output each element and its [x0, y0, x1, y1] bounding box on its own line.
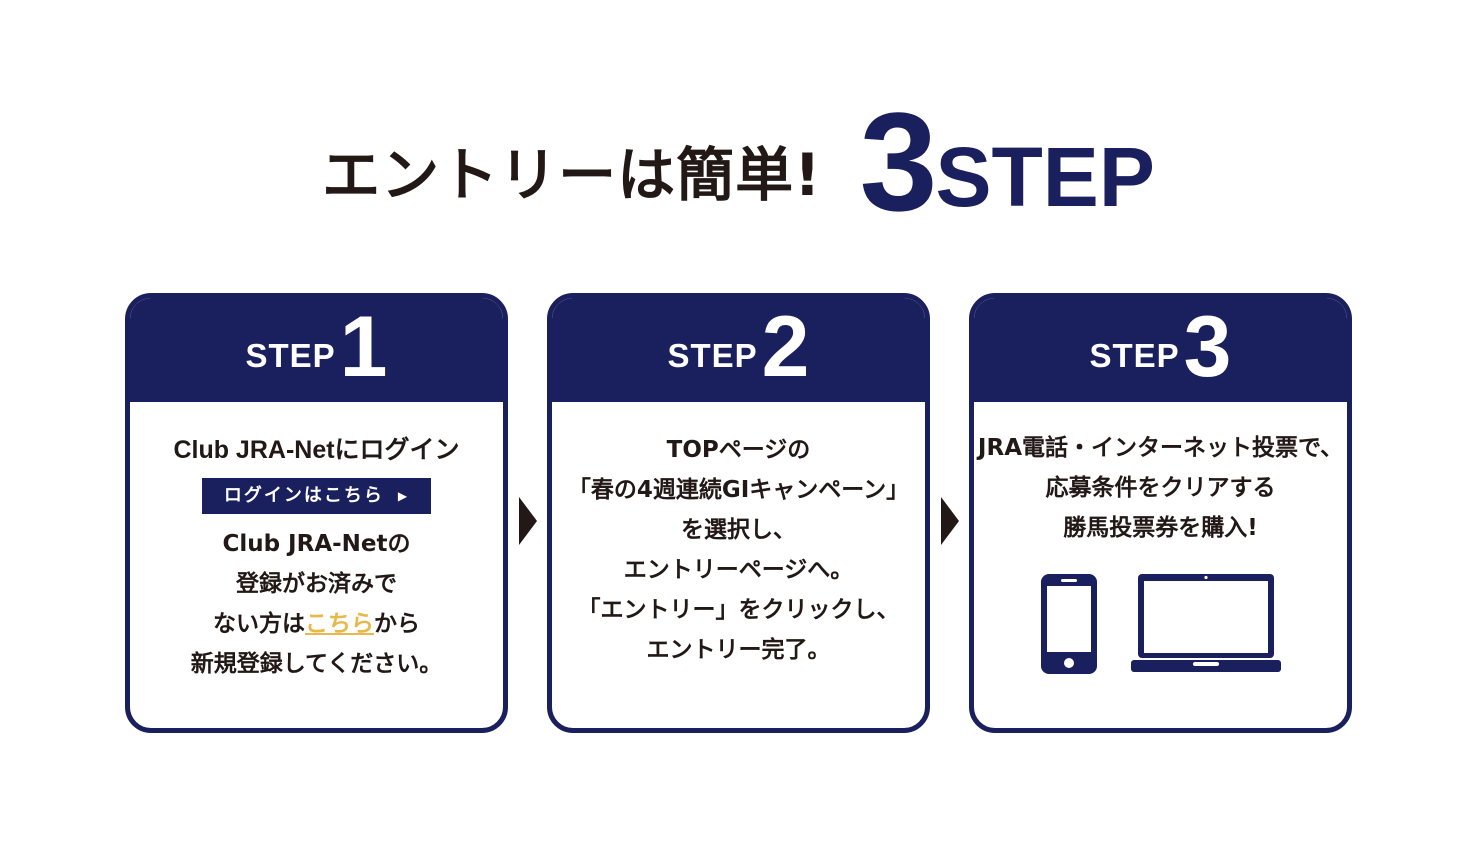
step-2-line-3: を選択し、 [681, 517, 796, 543]
step-2-card: STEP 2 TOPページの 「春の4週連続GIキャンペーン」 を選択し、 エン… [547, 293, 930, 733]
step-2-label: STEP [667, 337, 758, 374]
headline-text: エントリーは簡単! [322, 141, 822, 209]
headline-step-count: 3 STEP [859, 83, 1155, 240]
step-2-number: 2 [761, 299, 810, 395]
step-3-header: STEP 3 [974, 298, 1347, 402]
step-3-number: 3 [1183, 299, 1232, 395]
headline-step-word: STEP [935, 130, 1155, 224]
register-link[interactable]: こちら [305, 611, 374, 637]
step-2-line-5: 「エントリー」をクリックし、 [577, 597, 900, 623]
step-1-header: STEP 1 [130, 298, 503, 402]
step-2-line-1: TOPページの [666, 437, 811, 463]
device-icons [974, 574, 1347, 674]
step-1-card: STEP 1 Club JRA-Netにログイン ログインはこちら ▶ Club… [125, 293, 508, 733]
step-1-line-3-after: から [374, 611, 420, 637]
step-2-line-4: エントリーページへ。 [623, 557, 854, 583]
step-2-header: STEP 2 [552, 298, 925, 402]
laptop-icon [1130, 574, 1281, 672]
step-2-line-2: 「春の4週連続GIキャンペーン」 [567, 477, 910, 503]
step-3-line-3: 勝馬投票券を購入! [1063, 515, 1258, 541]
headline: エントリーは簡単! 3 STEP [0, 82, 1477, 240]
step-1-title: Club JRA-Netにログイン [173, 436, 460, 464]
next-arrow-icon [519, 497, 537, 545]
step-1-line-1: Club JRA-Netの [222, 531, 411, 557]
step-1-line-3-before: ない方は [213, 611, 305, 637]
step-3-card: STEP 3 JRA電話・インターネット投票で、 応募条件をクリアする 勝馬投票… [969, 293, 1352, 733]
headline-step-number: 3 [859, 83, 938, 240]
login-button-label: ログインはこちら [223, 485, 384, 506]
step-3-label: STEP [1089, 337, 1180, 374]
step-1-line-3: ない方はこちらから [130, 604, 503, 644]
login-button[interactable]: ログインはこちら ▶ [202, 478, 431, 514]
step-1-number: 1 [339, 299, 388, 395]
next-arrow-icon [941, 497, 959, 545]
step-1-line-2: 登録がお済みで [236, 571, 397, 597]
step-1-line-4: 新規登録してください。 [190, 651, 443, 677]
play-arrow-icon: ▶ [397, 489, 410, 503]
step-1-body: Club JRA-Netにログイン ログインはこちら ▶ Club JRA-Ne… [130, 402, 503, 684]
step-3-line-1: JRA電話・インターネット投票で、 [977, 435, 1344, 461]
step-3-line-2: 応募条件をクリアする [1045, 475, 1276, 501]
step-1-label: STEP [245, 337, 336, 374]
step-3-body: JRA電話・インターネット投票で、 応募条件をクリアする 勝馬投票券を購入! [974, 402, 1347, 674]
smartphone-icon [1040, 574, 1097, 674]
step-2-body: TOPページの 「春の4週連続GIキャンペーン」 を選択し、 エントリーページへ… [552, 402, 925, 670]
step-2-line-6: エントリー完了。 [646, 637, 831, 663]
